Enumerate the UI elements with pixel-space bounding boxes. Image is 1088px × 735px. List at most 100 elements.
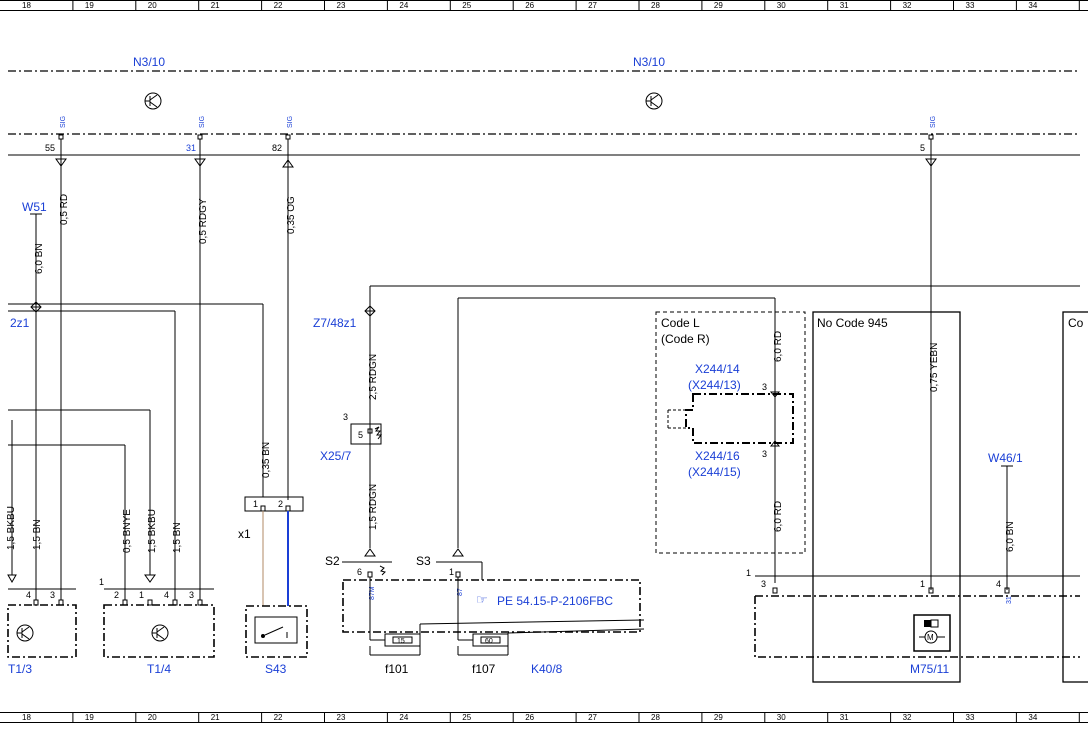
ruler-column-label: 20 xyxy=(148,713,157,722)
f101-label: f101 xyxy=(385,662,409,676)
ruler-column-label: 27 xyxy=(588,1,597,10)
t1-4-component: 1 2 1 4 3 T1/4 xyxy=(99,577,215,676)
k40-8-label: K40/8 xyxy=(531,662,563,676)
wire-label-05rdgy: 0,5 RDGY xyxy=(198,198,209,244)
wire-label-15bn: 1,5 BN xyxy=(172,522,183,553)
ruler-column-label: 18 xyxy=(22,1,31,10)
wire-label-05bnye: 0,5 BNYE xyxy=(122,509,133,553)
m75-11-housing xyxy=(754,595,1080,658)
ruler-column-label: 27 xyxy=(588,713,597,722)
pe-reference-link[interactable]: PE 54.15-P-2106FBC xyxy=(497,594,613,608)
svg-text:1: 1 xyxy=(449,567,454,577)
svg-text:31: 31 xyxy=(186,143,196,153)
ruler-column-label: 28 xyxy=(651,713,660,722)
x1-connector: 1 2 x1 xyxy=(238,496,304,541)
wire-label-15bkbu-left: 1,5 BKBU xyxy=(6,506,17,550)
ruler-column-label: 26 xyxy=(525,1,534,10)
svg-text:1: 1 xyxy=(920,579,925,589)
svg-text:3: 3 xyxy=(50,590,55,600)
svg-text:1: 1 xyxy=(746,568,751,578)
svg-text:3: 3 xyxy=(761,579,766,589)
wire-label-60rd-top: 6,0 RD xyxy=(773,331,784,362)
ruler-column-label: 19 xyxy=(85,1,94,10)
wire-label-15bn-left: 1,5 BN xyxy=(32,519,43,550)
ruler-column-label: 22 xyxy=(274,1,283,10)
t1-3-component: 4 3 T1/3 xyxy=(7,588,77,676)
wire-label-25rdgn: 2,5 RDGN xyxy=(368,354,379,400)
w46-1-label: W46/1 xyxy=(988,451,1023,465)
svg-text:6: 6 xyxy=(357,567,362,577)
svg-text:M: M xyxy=(927,633,934,642)
wire-label-60bn-right: 6,0 BN xyxy=(1005,521,1016,552)
svg-text:87M: 87M xyxy=(369,586,376,600)
svg-text:SIG: SIG xyxy=(287,116,294,128)
pe-reference-icon[interactable]: ☞ xyxy=(476,592,488,607)
svg-text:SIG: SIG xyxy=(930,116,937,128)
ruler-column-label: 18 xyxy=(22,713,31,722)
svg-text:1: 1 xyxy=(139,590,144,600)
ruler-column-label: 25 xyxy=(462,1,471,10)
svg-text:3: 3 xyxy=(762,382,767,392)
f107-label: f107 xyxy=(472,662,496,676)
sig-pin-55: SIG 55 xyxy=(45,116,67,167)
ruler-column-label: 33 xyxy=(966,1,975,10)
transistor-icon xyxy=(16,624,34,642)
sig-pin-5: SIG 5 xyxy=(920,116,937,167)
ruler-column-label: 29 xyxy=(714,1,723,10)
ruler-column-label: 32 xyxy=(903,713,912,722)
x244-16-label: X244/16 xyxy=(695,449,740,463)
svg-text:2: 2 xyxy=(278,499,283,509)
svg-text:55: 55 xyxy=(45,143,55,153)
x1-label: x1 xyxy=(238,527,251,541)
svg-text:1: 1 xyxy=(99,577,104,587)
svg-text:15: 15 xyxy=(397,638,405,645)
transistor-icon xyxy=(151,624,169,642)
ruler-column-label: 25 xyxy=(462,713,471,722)
w51-label: W51 xyxy=(22,200,47,214)
svg-text:SIG: SIG xyxy=(60,116,67,128)
sig-pin-82: SIG 82 xyxy=(272,116,294,168)
code-l-region: Code L (Code R) 6,0 RD X244/14 (X244/13)… xyxy=(655,298,806,583)
t1-4-label: T1/4 xyxy=(147,662,171,676)
ruler-column-label: 21 xyxy=(211,713,220,722)
m75-11-label: M75/11 xyxy=(910,662,949,676)
x244-13-label: (X244/13) xyxy=(688,378,741,392)
no-code-945-region: No Code 945 0,75 YEBN xyxy=(812,166,961,683)
wire-label-15rdgn: 1,5 RDGN xyxy=(368,484,379,530)
wire-label-60rd-bot: 6,0 RD xyxy=(773,501,784,532)
svg-text:4: 4 xyxy=(164,590,169,600)
fuse-f107 xyxy=(472,633,509,647)
svg-text:2: 2 xyxy=(114,590,119,600)
splice-z7-48z1-diamond xyxy=(364,305,376,317)
wire-label-15bkbu: 1,5 BKBU xyxy=(147,509,158,553)
ruler-column-label: 31 xyxy=(840,1,849,10)
svg-text:5: 5 xyxy=(358,430,363,440)
s43-switch: S43 xyxy=(245,605,308,676)
ruler-column-label: 19 xyxy=(85,713,94,722)
ruler-column-label: 30 xyxy=(777,713,786,722)
ruler-column-label: 24 xyxy=(399,713,408,722)
n3-10-label-right: N3/10 xyxy=(633,55,665,69)
splice-2z1-label: 2z1 xyxy=(10,316,30,330)
ruler-column-label: 21 xyxy=(211,1,220,10)
x25-7-label: X25/7 xyxy=(320,449,352,463)
svg-text:60: 60 xyxy=(485,638,493,645)
ruler-column-label: 31 xyxy=(840,713,849,722)
fuse-f101 xyxy=(384,633,421,647)
s3-label: S3 xyxy=(416,554,431,568)
code-l-label: Code L xyxy=(661,316,700,330)
x244-14-label: X244/14 xyxy=(695,362,740,376)
s2-label: S2 xyxy=(325,554,340,568)
wire-label-05rd: 0,5 RD xyxy=(59,194,70,225)
transistor-icon xyxy=(645,92,663,110)
ruler-column-label: 29 xyxy=(714,713,723,722)
x25-7-connector: 3 5 X25/7 xyxy=(320,412,382,463)
ruler-column-label: 34 xyxy=(1028,713,1037,722)
s43-label: S43 xyxy=(265,662,287,676)
svg-text:4: 4 xyxy=(26,590,31,600)
ruler-column-label: 30 xyxy=(777,1,786,10)
code-r-label: (Code R) xyxy=(661,332,710,346)
ruler-column-label: 26 xyxy=(525,713,534,722)
